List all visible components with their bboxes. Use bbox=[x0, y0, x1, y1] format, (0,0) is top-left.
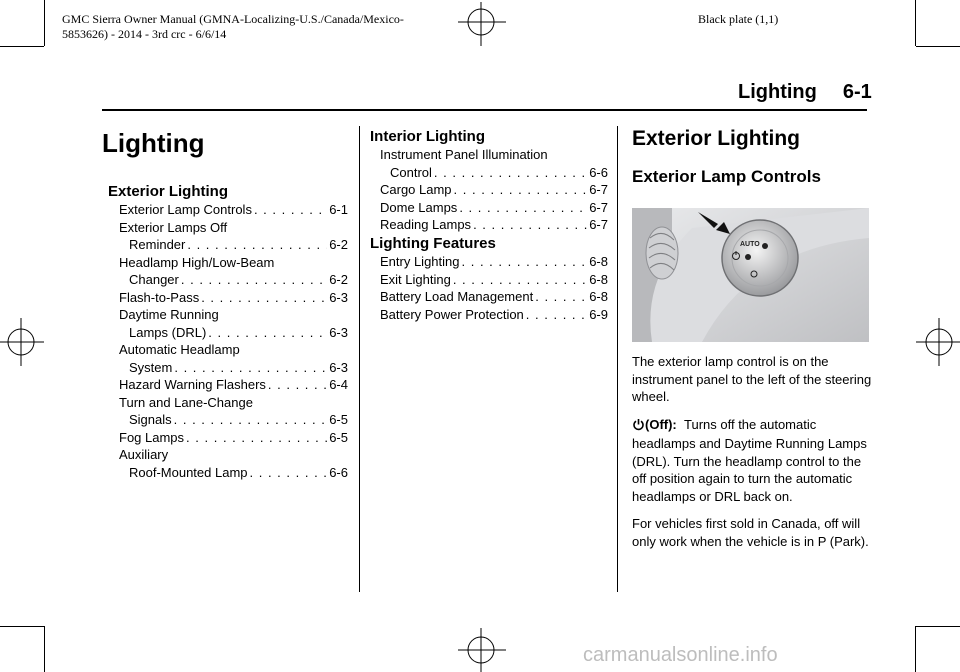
toc-entry[interactable]: Dome Lamps6-7 bbox=[380, 199, 608, 217]
lamp-control-illustration: AUTO bbox=[632, 208, 869, 342]
print-header: GMC Sierra Owner Manual (GMNA-Localizing… bbox=[62, 12, 404, 42]
toc-entry-line: Instrument Panel Illumination bbox=[380, 147, 548, 162]
body-text: The exterior lamp control is on the inst… bbox=[632, 353, 872, 560]
toc-section-heading: Exterior Lighting bbox=[108, 183, 228, 200]
print-header-line1: GMC Sierra Owner Manual (GMNA-Localizing… bbox=[62, 12, 404, 26]
power-off-icon bbox=[632, 418, 645, 436]
toc-entry-line: Turn and Lane-Change bbox=[119, 394, 253, 410]
toc-exterior: Exterior Lighting Exterior Lamp Controls… bbox=[108, 183, 348, 481]
section-heading: Exterior Lighting bbox=[632, 127, 800, 150]
toc-entry[interactable]: Control6-6 bbox=[380, 164, 608, 182]
running-head-page: 6-1 bbox=[842, 81, 872, 103]
toc-entry[interactable]: Flash-to-Pass6-3 bbox=[119, 289, 348, 307]
toc-entry[interactable]: Hazard Warning Flashers6-4 bbox=[119, 376, 348, 394]
toc-entry[interactable]: Reading Lamps6-7 bbox=[380, 216, 608, 234]
subsection-heading: Exterior Lamp Controls bbox=[632, 167, 821, 186]
crop-mark bbox=[916, 626, 960, 627]
running-head: Lighting 6-1 bbox=[738, 81, 872, 104]
header-rule bbox=[102, 109, 867, 111]
crop-mark bbox=[915, 626, 916, 672]
off-description: Turns off the automatic headlamps and Da… bbox=[632, 416, 867, 504]
toc-entry[interactable]: Fog Lamps6-5 bbox=[119, 429, 348, 447]
toc-entry[interactable]: Lamps (DRL)6-3 bbox=[119, 324, 348, 342]
paragraph-off: (Off): Turns off the automatic headlamps… bbox=[632, 416, 872, 506]
running-head-title: Lighting bbox=[738, 81, 817, 103]
toc-entry[interactable]: Cargo Lamp6-7 bbox=[380, 181, 608, 199]
registration-mark-right bbox=[916, 318, 960, 366]
crop-mark bbox=[0, 626, 44, 627]
registration-mark-left bbox=[0, 318, 44, 366]
toc-entry[interactable]: Roof-Mounted Lamp6-6 bbox=[119, 464, 348, 482]
toc-entry[interactable]: Battery Load Management6-8 bbox=[380, 288, 608, 306]
toc-entry[interactable]: Battery Power Protection6-9 bbox=[380, 306, 608, 324]
paragraph: The exterior lamp control is on the inst… bbox=[632, 354, 872, 404]
plate-label: Black plate (1,1) bbox=[698, 12, 779, 26]
toc-entry-line: Exterior Lamps Off bbox=[119, 219, 228, 235]
toc-interior: Interior Lighting Instrument Panel Illum… bbox=[370, 128, 608, 234]
toc-entry-line: Automatic Headlamp bbox=[119, 342, 240, 357]
registration-mark-top bbox=[458, 2, 506, 46]
toc-section-heading: Interior Lighting bbox=[370, 128, 485, 145]
toc-entry-line: Auxiliary bbox=[119, 447, 169, 462]
auto-label: AUTO bbox=[740, 241, 760, 248]
crop-mark bbox=[0, 46, 44, 47]
crop-mark bbox=[915, 0, 916, 46]
toc-entry[interactable]: Changer6-2 bbox=[119, 271, 348, 289]
toc-entry[interactable]: System6-3 bbox=[119, 359, 348, 377]
column-divider bbox=[359, 126, 360, 592]
toc-entry-line: Daytime Running bbox=[119, 307, 219, 322]
watermark: carmanualsonline.info bbox=[583, 644, 778, 666]
crop-mark bbox=[916, 46, 960, 47]
column-divider bbox=[617, 126, 618, 592]
toc-entry[interactable]: Reminder6-2 bbox=[119, 236, 348, 254]
toc-section-heading: Lighting Features bbox=[370, 235, 496, 252]
crop-mark bbox=[44, 0, 45, 46]
paragraph: For vehicles first sold in Canada, off w… bbox=[632, 516, 869, 549]
crop-mark bbox=[44, 626, 45, 672]
toc-entry-line: Headlamp High/Low-Beam bbox=[119, 254, 275, 270]
registration-mark-bottom bbox=[458, 628, 506, 672]
chapter-title: Lighting bbox=[102, 128, 205, 158]
print-header-line2: 5853626) - 2014 - 3rd crc - 6/6/14 bbox=[62, 27, 227, 41]
toc-entry[interactable]: Signals6-5 bbox=[119, 411, 348, 429]
toc-entry[interactable]: Exterior Lamp Controls6-1 bbox=[119, 201, 348, 219]
off-label: (Off): bbox=[645, 416, 677, 432]
lamp-control-photo: AUTO bbox=[632, 208, 869, 342]
